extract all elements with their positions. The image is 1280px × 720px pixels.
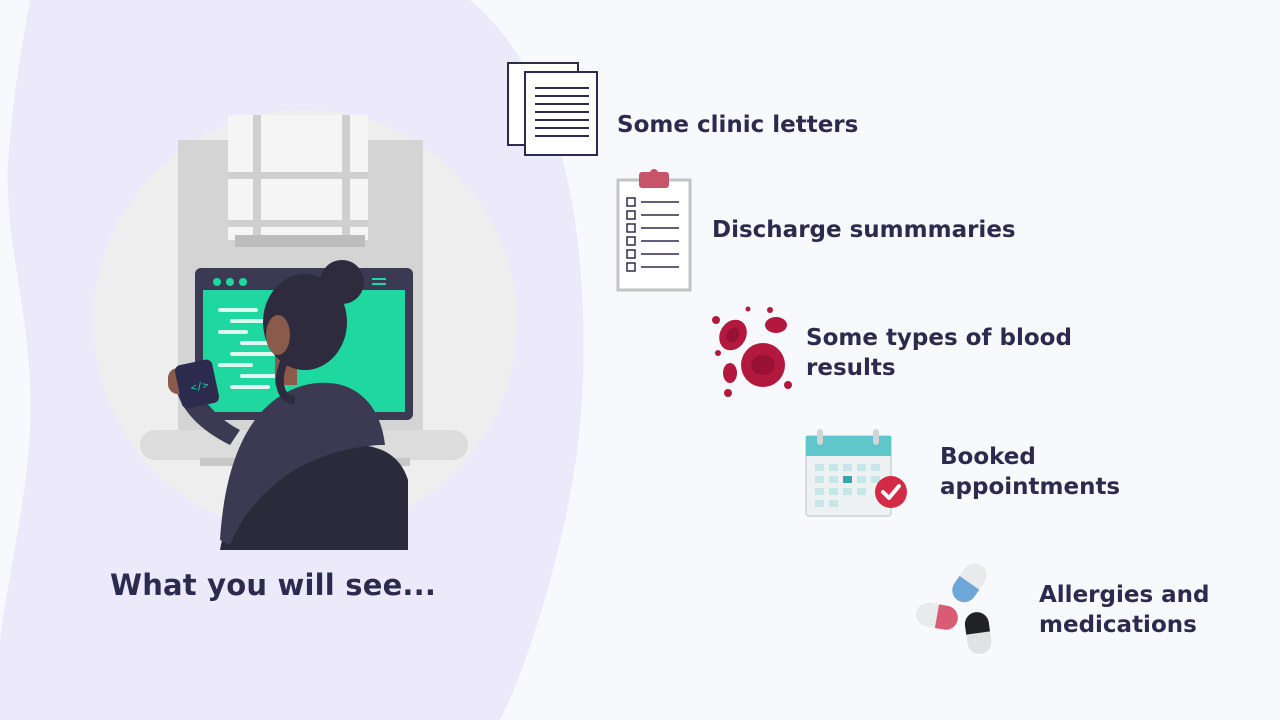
item-label-appointments-line2: appointments <box>940 474 1121 500</box>
item-label-allergies-line2: medications <box>1039 612 1197 638</box>
person-at-computer-illustration: </> <box>93 110 517 550</box>
item-label-allergies-line1: Allergies and <box>1039 582 1210 608</box>
item-label-blood-line1: Some types of blood <box>806 325 1072 351</box>
item-label-clinic-letters: Some clinic letters <box>617 112 859 138</box>
documents-icon <box>507 62 598 156</box>
item-label-appointments-line1: Booked <box>940 444 1036 470</box>
svg-text:</>: </> <box>190 380 210 395</box>
pills-icon <box>916 563 992 654</box>
item-label-blood-line2: results <box>806 355 896 381</box>
clipboard-checklist-icon <box>616 169 692 292</box>
caption-title: What you will see... <box>110 568 437 602</box>
blood-cells-icon <box>712 306 792 397</box>
item-label-discharge: Discharge summmaries <box>712 217 1016 243</box>
calendar-check-icon <box>805 429 907 517</box>
